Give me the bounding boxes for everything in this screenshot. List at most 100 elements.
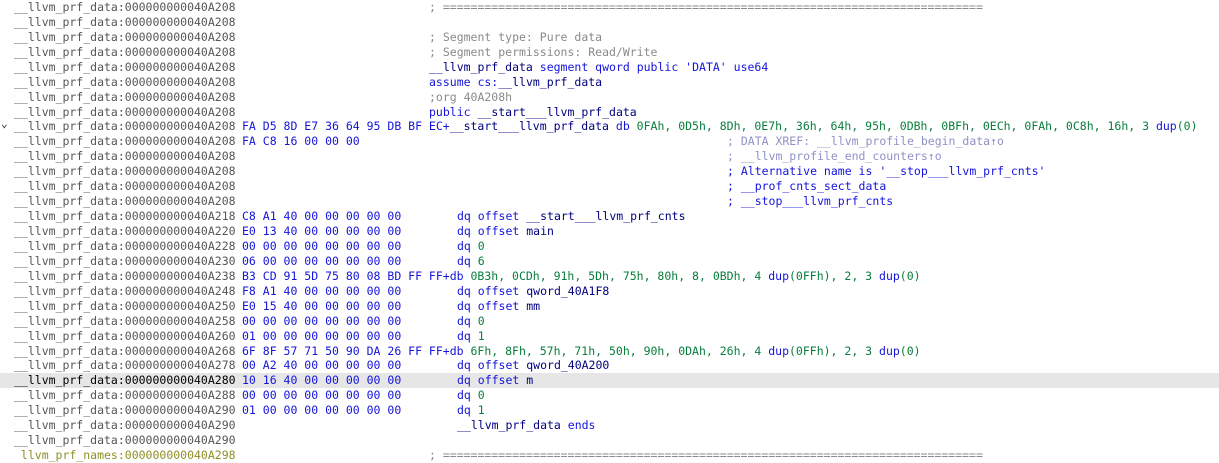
- asm-line[interactable]: __llvm_prf_data:000000000040A208 ; Altern…: [0, 164, 1219, 179]
- bytes-column[interactable]: 01 00 00 00 00 00 00 00: [242, 329, 401, 344]
- code-column[interactable]: __llvm_prf_data segment qword public 'DA…: [429, 60, 768, 75]
- line-prefix[interactable]: __llvm_prf_data:000000000040A278: [14, 358, 236, 373]
- line-prefix[interactable]: __llvm_prf_data:000000000040A288: [14, 388, 236, 403]
- code-column[interactable]: dq 1: [457, 329, 485, 344]
- symbol-name[interactable]: __llvm_prf_data: [429, 59, 533, 74]
- line-prefix[interactable]: __llvm_prf_data:000000000040A208: [14, 14, 236, 29]
- symbol-name[interactable]: __start___llvm_prf_data: [477, 104, 637, 119]
- line-prefix[interactable]: __llvm_prf_data:000000000040A208: [14, 74, 236, 89]
- line-prefix[interactable]: __llvm_prf_data:000000000040A208: [14, 134, 236, 149]
- line-prefix[interactable]: __llvm_prf_data:000000000040A290: [14, 433, 236, 448]
- asm-line[interactable]: __llvm_prf_data:000000000040A288 00 00 00…: [0, 388, 1219, 403]
- line-prefix[interactable]: __llvm_prf_data:000000000040A208: [14, 104, 236, 119]
- asm-line[interactable]: __llvm_prf_data:000000000040A258 00 00 00…: [0, 314, 1219, 329]
- asm-line[interactable]: __llvm_prf_data:000000000040A208;org 40A…: [0, 90, 1219, 105]
- asm-line[interactable]: __llvm_prf_data:000000000040A278 00 A2 40…: [0, 358, 1219, 373]
- line-prefix[interactable]: __llvm_prf_data:000000000040A218: [14, 209, 236, 224]
- asm-line[interactable]: __llvm_prf_data:000000000040A208__llvm_p…: [0, 60, 1219, 75]
- code-column[interactable]: ; ======================================…: [429, 0, 983, 15]
- code-column[interactable]: ; Segment permissions: Read/Write: [429, 45, 657, 60]
- code-column[interactable]: dq 0: [457, 314, 485, 329]
- bytes-column[interactable]: C8 A1 40 00 00 00 00 00: [242, 209, 401, 224]
- code-column[interactable]: assume cs:__llvm_prf_data: [429, 75, 602, 90]
- line-prefix[interactable]: __llvm_prf_data:000000000040A208: [14, 44, 236, 59]
- asm-line[interactable]: __llvm_prf_data:000000000040A290 01 00 00…: [0, 403, 1219, 418]
- asm-line[interactable]: __llvm_prf_data:000000000040A218 C8 A1 40…: [0, 209, 1219, 224]
- comment-column[interactable]: ; __prof_cnts_sect_data: [727, 179, 886, 194]
- line-prefix[interactable]: __llvm_prf_data:000000000040A248: [14, 283, 236, 298]
- symbol-name[interactable]: main: [526, 224, 554, 239]
- line-prefix[interactable]: __llvm_prf_data:000000000040A208: [14, 0, 236, 14]
- asm-line[interactable]: __llvm_prf_data:000000000040A208: [0, 15, 1219, 30]
- line-prefix[interactable]: __llvm_prf_data:000000000040A290: [14, 403, 236, 418]
- bytes-column[interactable]: 00 00 00 00 00 00 00 00: [242, 388, 401, 403]
- line-prefix[interactable]: __llvm_prf_data:000000000040A250: [14, 298, 236, 313]
- bytes-column[interactable]: FA C8 16 00 00 00: [242, 134, 360, 149]
- line-prefix[interactable]: __llvm_prf_data:000000000040A208: [14, 119, 236, 134]
- line-prefix[interactable]: __llvm_prf_data:000000000040A208: [14, 149, 236, 164]
- code-column[interactable]: dq offset m: [457, 373, 533, 388]
- comment-column[interactable]: ; __stop___llvm_prf_cnts: [727, 194, 893, 209]
- comment-column[interactable]: ; DATA XREF: __llvm_profile_begin_data↑o: [727, 134, 1004, 149]
- code-column[interactable]: dq 6: [457, 254, 485, 269]
- bytes-column[interactable]: 00 A2 40 00 00 00 00 00: [242, 358, 401, 373]
- asm-line[interactable]: llvm_prf_names:000000000040A298 ; =======…: [0, 448, 1219, 463]
- line-prefix[interactable]: __llvm_prf_data:000000000040A208: [14, 89, 236, 104]
- symbol-name[interactable]: __llvm_prf_data: [457, 418, 561, 433]
- asm-line[interactable]: __llvm_prf_data:000000000040A208 ; Segmen…: [0, 30, 1219, 45]
- code-column[interactable]: ; ======================================…: [429, 448, 983, 463]
- asm-line[interactable]: __llvm_prf_data:000000000040A208 ; __stop…: [0, 194, 1219, 209]
- code-column[interactable]: dq offset qword_40A200: [457, 358, 609, 373]
- symbol-name[interactable]: qword_40A1F8: [526, 283, 610, 298]
- symbol-name[interactable]: qword_40A200: [526, 358, 610, 373]
- line-prefix[interactable]: __llvm_prf_data:000000000040A208: [14, 179, 236, 194]
- asm-line[interactable]: __llvm_prf_data:000000000040A208 ; __prof…: [0, 179, 1219, 194]
- bytes-column[interactable]: 06 00 00 00 00 00 00 00: [242, 254, 401, 269]
- bytes-column[interactable]: 10 16 40 00 00 00 00 00: [242, 373, 401, 388]
- asm-line[interactable]: __llvm_prf_data:000000000040A208 public _…: [0, 105, 1219, 120]
- asm-line[interactable]: __llvm_prf_data:000000000040A228 00 00 00…: [0, 239, 1219, 254]
- bytes-column[interactable]: E0 13 40 00 00 00 00 00: [242, 224, 401, 239]
- code-column[interactable]: dq offset __start___llvm_prf_cnts: [457, 209, 686, 224]
- code-column[interactable]: dq offset mm: [457, 299, 540, 314]
- symbol-name[interactable]: mm: [526, 298, 541, 313]
- asm-line[interactable]: __llvm_prf_data:000000000040A290: [0, 433, 1219, 448]
- asm-line[interactable]: __llvm_prf_data:000000000040A208 ; Segmen…: [0, 45, 1219, 60]
- code-column[interactable]: dq 1: [457, 403, 485, 418]
- line-prefix[interactable]: __llvm_prf_data:000000000040A208: [14, 194, 236, 209]
- line-prefix[interactable]: __llvm_prf_data:000000000040A280: [14, 373, 236, 388]
- symbol-name[interactable]: m: [526, 373, 534, 388]
- line-prefix[interactable]: llvm_prf_names:000000000040A298: [14, 448, 236, 463]
- collapse-chevron-icon[interactable]: ⌄: [1, 117, 8, 131]
- asm-line[interactable]: __llvm_prf_data:000000000040A208 ; ======…: [0, 0, 1219, 15]
- bytes-column[interactable]: 01 00 00 00 00 00 00 00: [242, 403, 401, 418]
- comment-column[interactable]: ; __llvm_profile_end_counters↑o: [727, 149, 942, 164]
- bytes-column[interactable]: 00 00 00 00 00 00 00 00: [242, 239, 401, 254]
- bytes-column[interactable]: 00 00 00 00 00 00 00 00: [242, 314, 401, 329]
- line-prefix[interactable]: __llvm_prf_data:000000000040A268: [14, 343, 236, 358]
- code-column[interactable]: __llvm_prf_data ends: [457, 418, 595, 433]
- asm-line[interactable]: __llvm_prf_data:000000000040A208 FA C8 16…: [0, 134, 1219, 149]
- symbol-name[interactable]: __llvm_prf_data: [498, 74, 603, 89]
- code-column[interactable]: public __start___llvm_prf_data: [429, 105, 637, 120]
- line-prefix[interactable]: __llvm_prf_data:000000000040A290: [14, 418, 236, 433]
- symbol-name[interactable]: __start___llvm_prf_cnts: [526, 209, 686, 224]
- code-column[interactable]: dq 0: [457, 388, 485, 403]
- bytes-column[interactable]: 6F 8F 57 71 50 90 DA 26 FF FF+db 6Fh, 8F…: [242, 344, 921, 359]
- code-column[interactable]: dq offset qword_40A1F8: [457, 284, 609, 299]
- code-column[interactable]: dq 0: [457, 239, 485, 254]
- line-prefix[interactable]: __llvm_prf_data:000000000040A238: [14, 268, 236, 283]
- code-column[interactable]: ; Segment type: Pure data: [429, 30, 602, 45]
- line-prefix[interactable]: __llvm_prf_data:000000000040A228: [14, 238, 236, 253]
- line-prefix[interactable]: __llvm_prf_data:000000000040A258: [14, 313, 236, 328]
- asm-line[interactable]: __llvm_prf_data:000000000040A208 assume c…: [0, 75, 1219, 90]
- line-prefix[interactable]: __llvm_prf_data:000000000040A208: [14, 164, 236, 179]
- line-prefix[interactable]: __llvm_prf_data:000000000040A208: [14, 29, 236, 44]
- comment-column[interactable]: ; Alternative name is '__stop___llvm_prf…: [727, 164, 1046, 179]
- line-prefix[interactable]: __llvm_prf_data:000000000040A230: [14, 253, 236, 268]
- bytes-column[interactable]: F8 A1 40 00 00 00 00 00: [242, 284, 401, 299]
